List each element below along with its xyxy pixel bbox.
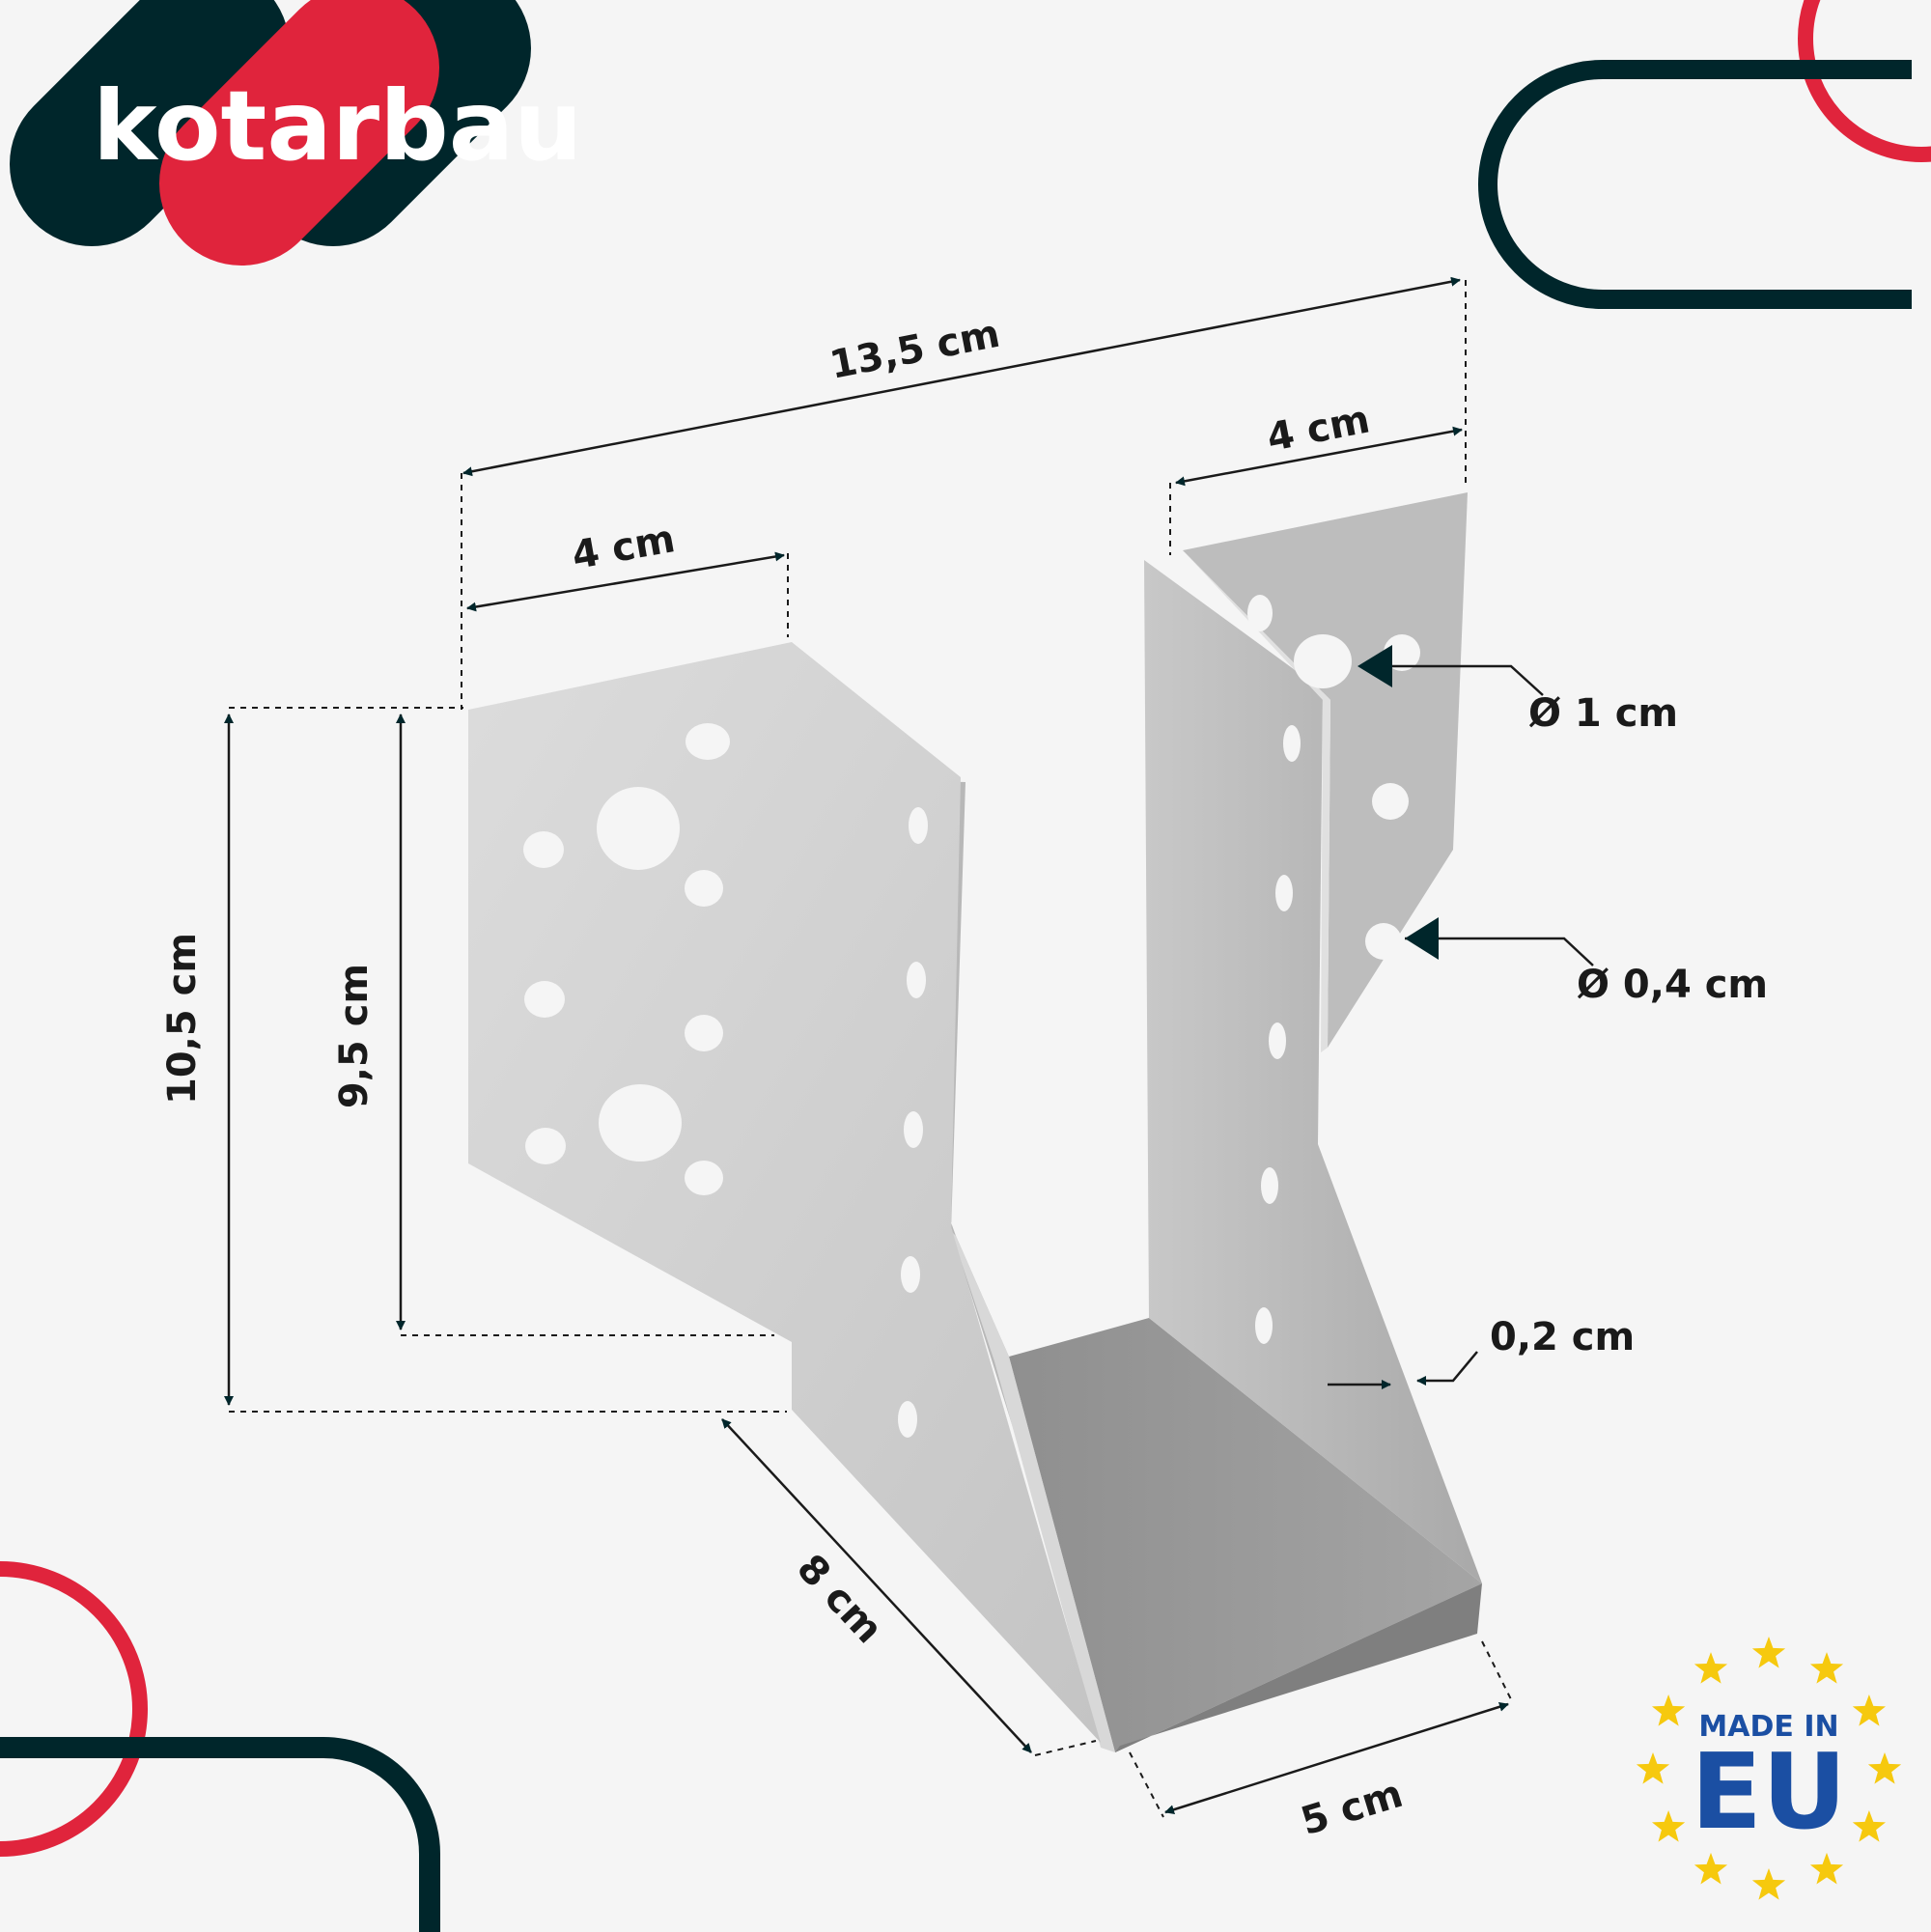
nail-hole (1261, 1167, 1278, 1204)
joist-hanger-illustration (468, 492, 1482, 1752)
star-icon (1751, 1637, 1786, 1668)
hole-small (523, 831, 564, 868)
hole-small (685, 1015, 723, 1051)
star-icon (1693, 1852, 1728, 1885)
dim-line-right-flange (1175, 426, 1463, 487)
star-icon (1809, 1852, 1844, 1885)
nail-hole (1275, 875, 1293, 911)
label-big-hole: Ø 1 cm (1528, 691, 1678, 736)
hole-small (1365, 923, 1402, 960)
label-outer-height: 10,5 cm (160, 933, 205, 1105)
star-icon (1652, 1810, 1686, 1842)
nail-hole (1255, 1307, 1273, 1344)
nail-hole (907, 962, 926, 998)
decor-top-right (1478, 0, 1931, 309)
leader-thickness-out (1416, 1351, 1478, 1386)
badge-made-in: MADE IN (1698, 1710, 1838, 1744)
star-icon (1809, 1652, 1844, 1684)
leader-small-hole (1405, 937, 1594, 966)
label-depth: 8 cm (788, 1546, 891, 1652)
star-icon (1751, 1868, 1786, 1900)
star-icon (1852, 1810, 1886, 1842)
hole-large (1294, 634, 1352, 688)
logo-wordmark: kotarbau (93, 70, 582, 182)
hole-small (685, 870, 723, 907)
hole-small (524, 981, 565, 1018)
dimension-lines (224, 276, 1594, 1815)
label-inner-height: 9,5 cm (332, 964, 377, 1108)
leader-big-hole (1361, 664, 1544, 696)
hole-small (686, 723, 730, 760)
star-icon (1652, 1694, 1686, 1726)
extension-lines (229, 280, 1512, 1818)
eu-stars (1636, 1637, 1902, 1900)
nail-hole (901, 1256, 920, 1293)
dim-line-inner-width (1164, 1701, 1509, 1815)
star-icon (1867, 1752, 1902, 1784)
hole-small (1384, 634, 1420, 671)
decor-bottom-left (0, 1561, 440, 1932)
nail-hole (904, 1111, 923, 1148)
made-in-eu-badge: MADE IN EU (1636, 1637, 1902, 1900)
label-right-flange: 4 cm (1264, 397, 1374, 461)
star-icon (1852, 1694, 1886, 1726)
dim-line-left-flange (466, 551, 785, 612)
label-thickness: 0,2 cm (1490, 1315, 1635, 1359)
hole-small (1247, 595, 1273, 631)
badge-eu: EU (1691, 1732, 1846, 1853)
nail-hole (1283, 725, 1301, 762)
dim-line-total-width (462, 276, 1461, 477)
hole-large (597, 787, 680, 870)
label-small-hole: Ø 0,4 cm (1577, 963, 1768, 1007)
star-icon (1693, 1652, 1728, 1684)
leader-arrowheads (1357, 645, 1439, 960)
nail-hole (898, 1401, 917, 1438)
kotarbau-logo: kotarbau (10, 0, 582, 266)
hole-small (525, 1128, 566, 1164)
hole-large (599, 1084, 682, 1162)
dim-line-depth (721, 1418, 1032, 1753)
star-icon (1636, 1752, 1670, 1784)
hole-small (685, 1161, 723, 1195)
hole-small (1372, 783, 1409, 820)
nail-hole (909, 807, 928, 844)
nail-hole (1269, 1022, 1286, 1059)
label-inner-width: 5 cm (1296, 1772, 1408, 1844)
label-left-flange: 4 cm (569, 517, 679, 578)
label-total-width: 13,5 cm (826, 312, 1004, 388)
